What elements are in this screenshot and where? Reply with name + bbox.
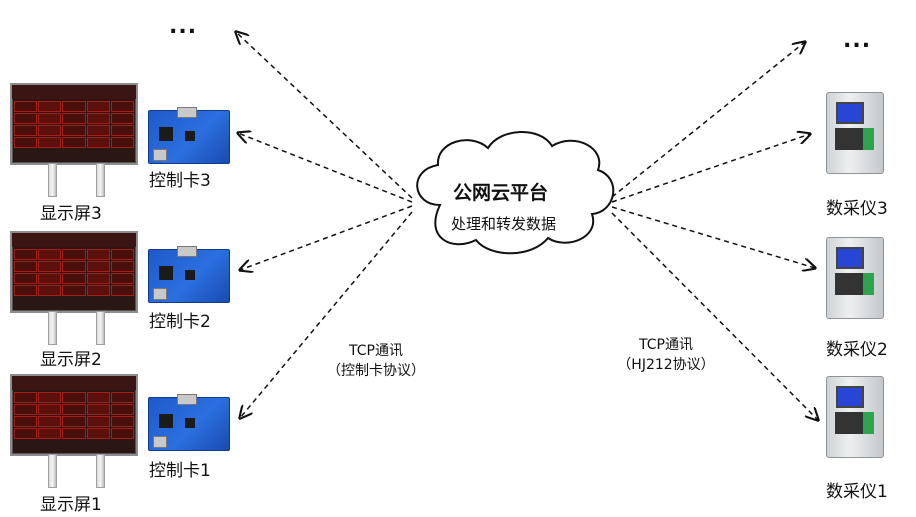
display-label-1: 显示屏1 — [40, 495, 102, 515]
card-label-1: 控制卡1 — [149, 461, 211, 481]
device-label-3: 数采仪3 — [826, 199, 888, 219]
display-label-3: 显示屏3 — [40, 204, 102, 224]
card-label-2: 控制卡2 — [149, 312, 211, 332]
cloud-title: 公网云平台 — [453, 182, 549, 204]
device-label-1: 数采仪1 — [826, 482, 888, 502]
arrow-right-device3 — [611, 134, 810, 203]
left-protocol-line1: TCP通讯 — [349, 343, 403, 359]
arrow-left-ellipsis — [236, 32, 413, 199]
control-card-3 — [148, 107, 230, 164]
control-card-1 — [148, 394, 230, 451]
right-protocol-label: TCP通讯 （HJ212协议） — [606, 335, 726, 375]
control-card-2 — [148, 246, 230, 303]
arrow-right-device2 — [611, 206, 815, 268]
arrow-left-card1 — [240, 211, 413, 418]
right-ellipsis: ... — [843, 28, 872, 53]
device-label-2: 数采仪2 — [826, 340, 888, 360]
left-ellipsis: ... — [169, 14, 198, 39]
right-protocol-line2: （HJ212协议） — [617, 357, 715, 373]
arrow-left-card2 — [240, 205, 413, 270]
left-protocol-line2: （控制卡协议） — [327, 363, 425, 379]
cloud-subtitle: 处理和转发数据 — [451, 215, 557, 233]
arrow-right-device1 — [611, 212, 818, 420]
right-protocol-line1: TCP通讯 — [639, 337, 693, 353]
left-protocol-label: TCP通讯 （控制卡协议） — [316, 341, 436, 381]
arrow-left-card3 — [238, 133, 413, 203]
cloud-shape — [416, 131, 615, 255]
display-label-2: 显示屏2 — [40, 350, 102, 370]
card-label-3: 控制卡3 — [149, 171, 211, 191]
arrow-right-ellipsis — [611, 42, 805, 198]
